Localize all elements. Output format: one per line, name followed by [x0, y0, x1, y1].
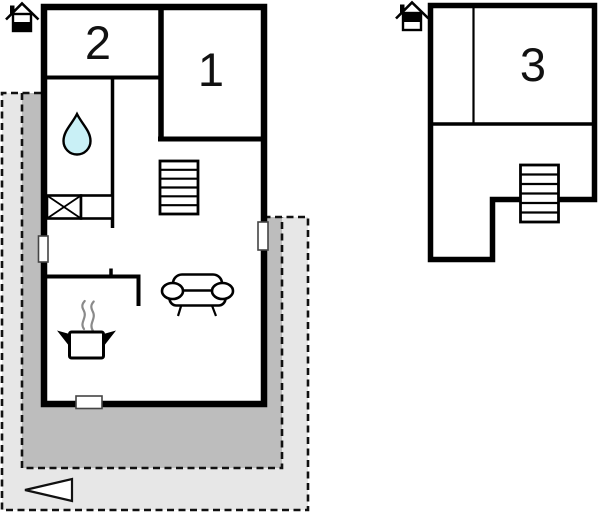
stairs-icon: [158, 159, 200, 216]
terrace-outer-dashed-border: [0, 91, 310, 512]
terrace-inner-surface: [22, 93, 282, 468]
terrace-inner-dashed-border: [20, 93, 284, 470]
window-marker-left: [37, 235, 49, 263]
terrace-area: [0, 91, 310, 512]
room-1-label: 1: [198, 43, 224, 96]
washing-machine-icon: [45, 194, 83, 220]
window-marker-right: [257, 221, 269, 251]
sofa-icon: [160, 273, 235, 317]
cooking-pot-icon: [57, 299, 116, 360]
upper-floor-outer-walls: [427, 2, 598, 263]
ground-floor-plan: 2 1: [37, 3, 269, 410]
window-marker-bottom: [75, 395, 103, 410]
upper-floor-indicator-icon: [395, 0, 430, 32]
entrance-arrow-icon: [24, 477, 74, 503]
water-drop-icon: [62, 111, 92, 156]
stairs-icon: [519, 163, 560, 224]
wall-kitchen-L: [42, 274, 141, 306]
room-3-label: 3: [520, 38, 546, 91]
room-2-label: 2: [85, 16, 111, 69]
upper-floor-plan: 3: [427, 2, 598, 263]
ground-floor-indicator-icon: [5, 1, 40, 33]
counter-fixture: [79, 194, 114, 220]
